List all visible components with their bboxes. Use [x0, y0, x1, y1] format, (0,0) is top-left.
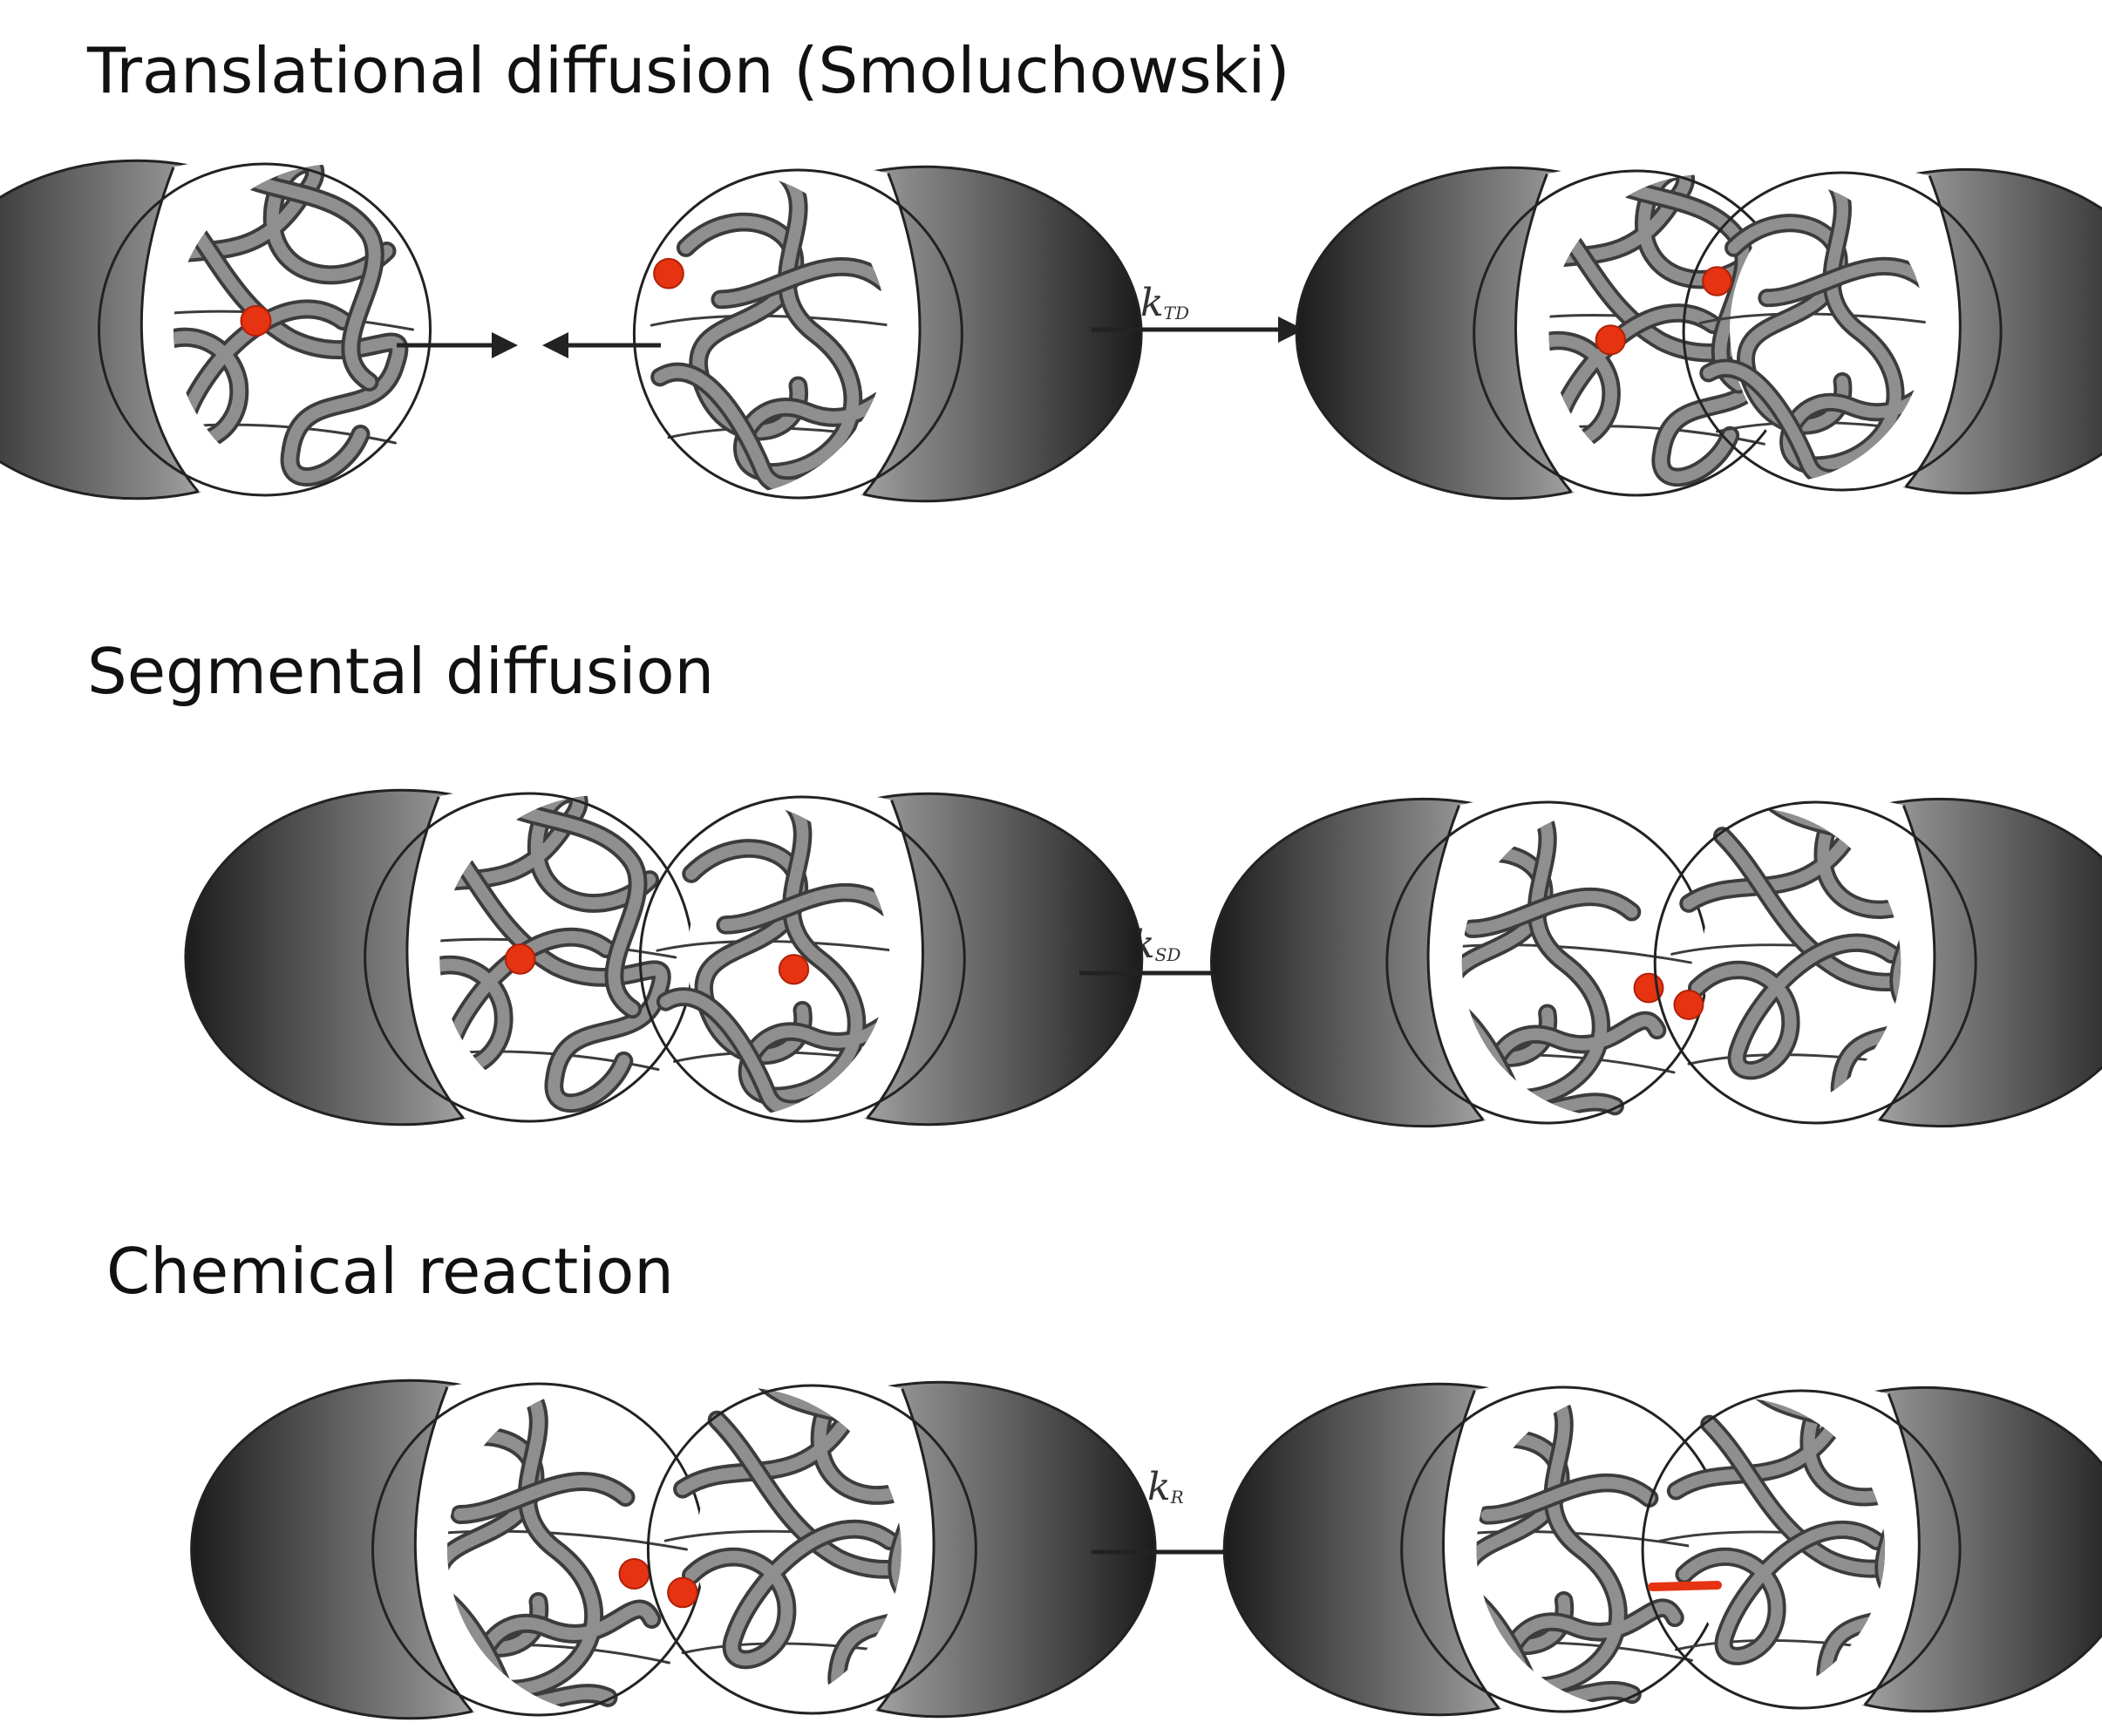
- reactive-site: [240, 305, 272, 337]
- reactive-site: [1595, 324, 1626, 356]
- particle-3b: [646, 1380, 1157, 1719]
- crosslink-bond: [1648, 1581, 1722, 1591]
- section-title-segmental: Segmental diffusion: [87, 635, 714, 708]
- lune-divider: [405, 796, 465, 1120]
- particle-1b: [632, 165, 1143, 503]
- particle-3d: [1641, 1385, 2102, 1713]
- lune-divider: [862, 173, 922, 496]
- lune-divider: [1904, 175, 1962, 488]
- reactive-site: [504, 943, 536, 975]
- reactive-site: [778, 954, 810, 985]
- lune-divider: [139, 167, 200, 494]
- reactive-site: [667, 1576, 698, 1609]
- reactive-site: [1702, 266, 1732, 296]
- particle-1d: [1682, 167, 2102, 495]
- sphere-outline: [1653, 800, 1977, 1125]
- section-title-translational: Translational diffusion (Smoluchowski): [86, 34, 1289, 107]
- lune-divider: [1863, 1393, 1921, 1706]
- lune-divider: [1878, 805, 1936, 1121]
- lune-divider: [1426, 805, 1485, 1121]
- lune-divider: [866, 800, 924, 1120]
- particle-2d: [1653, 797, 2102, 1128]
- polymer-coil: [1698, 179, 1926, 484]
- particle-1a: [0, 159, 432, 500]
- lune-divider: [1514, 174, 1573, 494]
- sphere-outline: [1641, 1389, 1962, 1710]
- polymer-coil: [1476, 1390, 1711, 1709]
- particle-3a: [190, 1379, 705, 1720]
- reactive-site: [1673, 989, 1704, 1020]
- polymer-coil: [447, 1384, 688, 1712]
- section-title-chemical: Chemical reaction: [106, 1235, 674, 1308]
- sphere-outline: [1682, 171, 2003, 492]
- particle-1c: [1295, 166, 1800, 500]
- lune-divider: [413, 1386, 473, 1713]
- sphere-outline: [98, 162, 432, 497]
- lune-divider: [1442, 1390, 1500, 1710]
- sphere-outline: [646, 1384, 977, 1715]
- lune-divider: [876, 1388, 935, 1712]
- particle-2a: [184, 788, 695, 1127]
- rate-label-r: kR: [1147, 1465, 1184, 1509]
- reactive-site: [653, 257, 684, 289]
- particle-3c: [1222, 1382, 1728, 1717]
- sphere-outline: [638, 795, 966, 1123]
- reactive-site: [618, 1558, 650, 1590]
- rate-label-td: kTD: [1140, 281, 1189, 325]
- particle-2b: [638, 792, 1144, 1127]
- particle-2c: [1210, 797, 1710, 1128]
- sphere-outline: [632, 168, 963, 500]
- polymer-coil: [650, 171, 888, 496]
